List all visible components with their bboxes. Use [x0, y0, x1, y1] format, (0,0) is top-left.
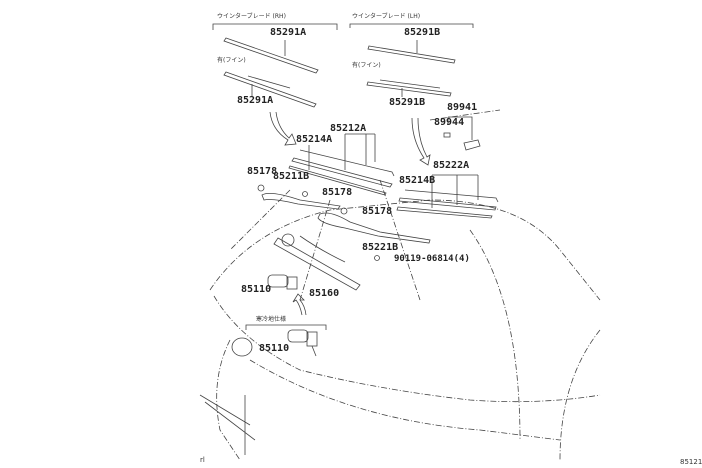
lh-variant-label: 有(フイン): [352, 62, 381, 69]
part-label[interactable]: 85211B: [273, 171, 310, 182]
lh-blade-2: [366, 79, 452, 97]
car-outline: [209, 109, 601, 461]
part-label[interactable]: 85291B: [404, 27, 441, 38]
rh-bracket: [212, 23, 338, 30]
bumper-lines: [199, 394, 256, 455]
part-label[interactable]: 85178: [362, 206, 393, 217]
lh-blade-1: [367, 40, 456, 64]
lh-group-title: ウインターブレード (LH): [352, 13, 421, 20]
part-label[interactable]: 85222A: [433, 160, 470, 171]
nut-85178-3: [340, 207, 348, 215]
nut-85178-1: [257, 184, 265, 192]
arrow-lh: [411, 117, 431, 166]
part-label[interactable]: 85291A: [270, 27, 307, 38]
corner-mark: rl: [200, 456, 205, 464]
bolt-90119: [374, 255, 380, 261]
headlamp-circle: [231, 337, 253, 357]
part-label[interactable]: 85221B: [362, 242, 399, 253]
part-label[interactable]: 85291B: [389, 97, 426, 108]
part-label[interactable]: 85178: [322, 187, 353, 198]
part-label[interactable]: 89941: [447, 102, 478, 113]
arrow-up: [292, 293, 307, 316]
blade-set-85222A: [396, 174, 499, 219]
link-85160: [273, 235, 361, 291]
blade-set-85212A: [288, 133, 395, 196]
part-label[interactable]: 90119-06814(4): [394, 254, 470, 264]
cold-region-label: 寒冷地仕様: [256, 316, 287, 323]
part-label[interactable]: 85212A: [330, 123, 367, 134]
rh-blade-2: [223, 71, 317, 108]
part-label[interactable]: 85110: [259, 343, 290, 354]
part-label[interactable]: 85291A: [237, 95, 274, 106]
motor-85110-2: [287, 329, 318, 357]
cold-bracket: [245, 324, 327, 330]
page-code: 85121: [680, 458, 702, 466]
arm-85221B: [317, 212, 431, 244]
part-89944: [443, 132, 451, 138]
lh-bracket: [349, 23, 474, 28]
part-label[interactable]: 85214B: [399, 175, 436, 186]
motor-85110-1: [267, 274, 298, 290]
part-label[interactable]: 85214A: [296, 134, 333, 145]
part-label[interactable]: 85160: [309, 288, 340, 299]
rh-variant-label: 有(フイン): [217, 57, 246, 64]
part-label[interactable]: 85110: [241, 284, 272, 295]
rh-blade-1: [223, 37, 319, 74]
rh-group-title: ウインターブレード (RH): [217, 13, 286, 20]
nut-85178-2: [302, 191, 308, 197]
arrow-rh: [269, 111, 297, 146]
part-label[interactable]: 89944: [434, 117, 465, 128]
part-label[interactable]: 85178: [247, 166, 278, 177]
part-89941: [463, 139, 481, 151]
